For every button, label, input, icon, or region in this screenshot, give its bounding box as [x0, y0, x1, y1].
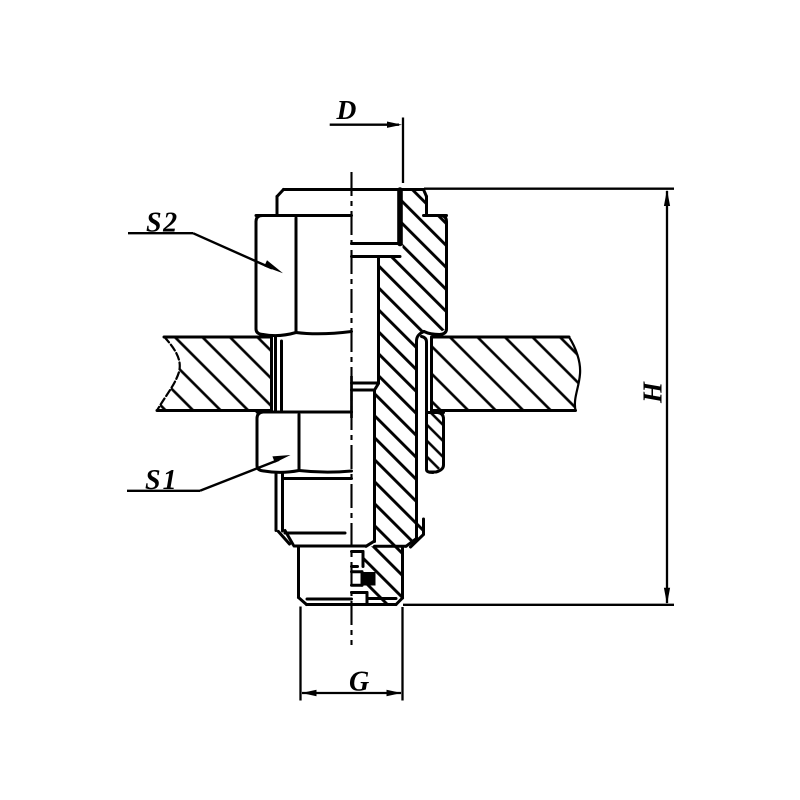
svg-text:D: D	[336, 94, 357, 125]
svg-text:S1: S1	[145, 465, 179, 496]
svg-text:G: G	[349, 667, 369, 698]
svg-text:H: H	[638, 381, 668, 404]
svg-text:S2: S2	[146, 208, 179, 239]
